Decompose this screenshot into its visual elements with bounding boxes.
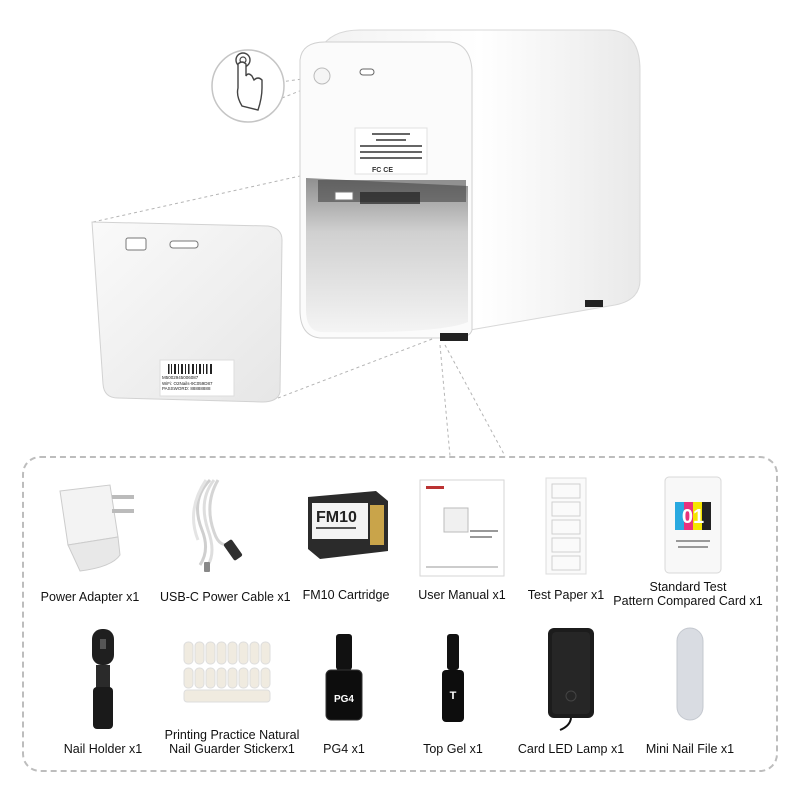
- accessory-nail-holder: Nail Holder x1: [64, 625, 142, 756]
- accessory-card-led-lamp: Card LED Lamp x1: [518, 626, 624, 756]
- accessory-top-gel-bottle: T Top Gel x1: [423, 632, 483, 756]
- back-panel-text: M5002945006087 WiFi: O2Nails-9C059D87 PA…: [162, 375, 236, 392]
- accessory-label: Card LED Lamp x1: [517, 742, 625, 756]
- barcode-icon: [168, 364, 212, 374]
- accessories-panel: [22, 456, 778, 772]
- accessory-label: Standard Test Pattern Compared Card x1: [604, 580, 772, 608]
- bottle-text: T: [449, 690, 457, 702]
- accessory-fm10-cartridge: FM10 FM10 Cartridge: [302, 485, 390, 602]
- serial-number: M5002945006087: [162, 375, 199, 380]
- accessory-label: USB-C Power Cable x1: [160, 590, 291, 604]
- accessory-label: PG4 x1: [323, 742, 365, 756]
- accessory-mini-nail-file: Mini Nail File x1: [646, 626, 734, 756]
- nail-file-icon: [676, 627, 704, 721]
- cartridge-text: FM10: [316, 509, 357, 526]
- gel-bottle-icon: [442, 634, 464, 722]
- nail-holder-icon: [92, 629, 114, 729]
- accessory-label: FM10 Cartridge: [302, 588, 390, 602]
- label-line: Nail Guarder Stickerx1: [169, 742, 295, 756]
- usb-c-cable-icon: [192, 478, 243, 572]
- accessory-power-adapter: Power Adapter x1: [40, 475, 140, 604]
- led-lamp-icon: [548, 628, 594, 731]
- cartridge-icon: [308, 491, 388, 559]
- svg-text:FC CE: FC CE: [372, 167, 393, 174]
- accessory-label: Nail Holder x1: [63, 742, 143, 756]
- accessory-label: Power Adapter x1: [40, 590, 140, 604]
- manual-icon: [419, 479, 505, 577]
- accessory-test-pattern-card: 01 Standard Test Pattern Compared Card x…: [613, 476, 763, 608]
- accessory-label: Top Gel x1: [423, 742, 483, 756]
- label-line: Pattern Compared Card x1: [613, 594, 763, 608]
- power-adapter-icon: [59, 484, 134, 572]
- accessory-user-manual: User Manual x1: [418, 478, 506, 602]
- accessory-label: Printing Practice Natural Nail Guarder S…: [152, 728, 312, 756]
- accessory-nail-guarder-sticker: Printing Practice Natural Nail Guarder S…: [165, 640, 299, 756]
- accessory-usb-c-cable: USB-C Power Cable x1: [160, 470, 291, 604]
- accessory-test-paper: Test Paper x1: [528, 476, 604, 602]
- label-line: Standard Test: [649, 580, 727, 594]
- accessory-label: Mini Nail File x1: [645, 742, 735, 756]
- accessory-pg4-bottle: PG4 PG4 x1: [323, 632, 365, 756]
- test-card-icon: [664, 476, 722, 574]
- nail-sticker-icon: [183, 641, 271, 703]
- bottle-text: PG4: [333, 694, 354, 705]
- finger-press-icon: [211, 49, 285, 123]
- accessory-label: User Manual x1: [418, 588, 506, 602]
- wifi-password: PASSWORD: 88888888: [162, 386, 211, 391]
- gel-bottle-icon: [325, 634, 363, 721]
- test-paper-icon: [545, 477, 587, 575]
- nail-printer-icon: FC CE: [299, 29, 641, 341]
- card-number-text: 01: [681, 506, 705, 528]
- label-line: Printing Practice Natural: [164, 728, 300, 742]
- accessory-label: Test Paper x1: [527, 588, 605, 602]
- back-panel: [91, 221, 283, 403]
- wifi-name: WiFi: O2Nails-9C059D87: [162, 380, 213, 386]
